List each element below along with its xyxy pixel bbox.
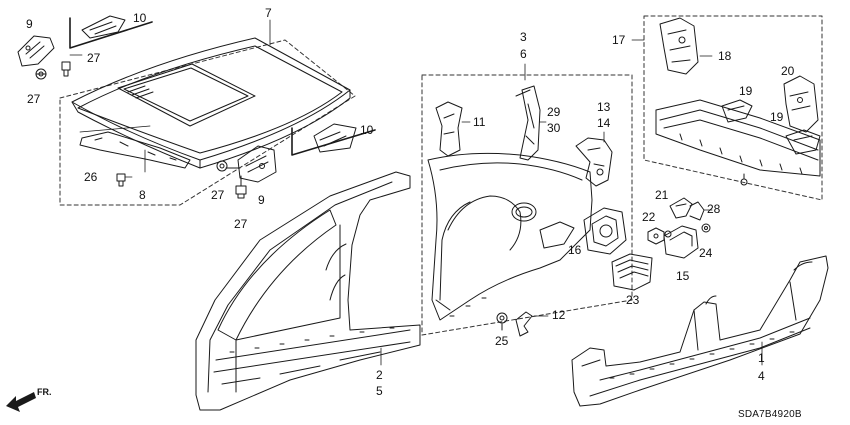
side-frame	[195, 171, 421, 411]
fuel-housing-16	[583, 207, 627, 255]
bracket-left	[17, 35, 55, 67]
bolt-27-c	[216, 160, 241, 172]
gusset-29-30	[515, 85, 547, 161]
callout-29: 29	[547, 105, 561, 119]
callout-8: 8	[139, 188, 146, 202]
callout-27b: 27	[27, 92, 41, 106]
callout-4: 4	[758, 369, 765, 383]
callout-30: 30	[547, 121, 561, 135]
callout-26: 26	[84, 170, 98, 184]
callout-18: 18	[718, 49, 732, 63]
callout-24: 24	[699, 246, 713, 260]
roof-bow	[79, 125, 191, 169]
callout-19b: 19	[770, 110, 784, 124]
bolt-27-a	[35, 68, 47, 80]
callout-9b: 9	[258, 193, 265, 207]
grommet	[664, 230, 672, 238]
hook-12	[515, 311, 549, 337]
callout-10b: 10	[360, 123, 374, 137]
callout-20: 20	[781, 64, 795, 78]
callout-27c: 27	[211, 188, 225, 202]
roof-panel	[71, 37, 351, 169]
fuel-lid-15	[663, 225, 699, 259]
clip-21	[669, 197, 693, 219]
reinforce-19b	[785, 129, 821, 155]
callout-9a: 9	[26, 17, 33, 31]
rear-panel	[655, 99, 821, 186]
callout-15: 15	[676, 269, 690, 283]
front-direction-arrow	[6, 392, 36, 412]
roof-group-frame	[59, 39, 356, 206]
callout-11: 11	[473, 115, 486, 129]
callout-12: 12	[552, 308, 566, 322]
callout-6: 6	[520, 47, 527, 61]
stiffener-11	[435, 101, 471, 157]
callout-13: 13	[597, 100, 611, 114]
nut-22	[647, 227, 665, 245]
bolt-27-d	[235, 175, 247, 199]
reinforce-19a	[721, 99, 753, 123]
bracket-20	[783, 75, 819, 133]
callout-2: 2	[376, 368, 383, 382]
callout-16: 16	[568, 243, 582, 257]
clip-27-b	[61, 61, 71, 77]
bolt-24	[701, 223, 711, 233]
callout-21: 21	[655, 188, 669, 202]
callout-14: 14	[597, 116, 611, 130]
callout-17: 17	[612, 33, 626, 47]
clip-26	[116, 173, 126, 187]
roof-leaders	[69, 19, 271, 178]
callout-5: 5	[376, 384, 383, 398]
callout-23: 23	[626, 293, 640, 307]
rear-panel-frame	[643, 15, 823, 201]
clip-28	[689, 201, 713, 221]
callout-10a: 10	[133, 11, 147, 25]
roof-rail-top	[69, 15, 153, 49]
quarter-group-frame	[421, 74, 633, 336]
diagram-code: SDA7B4920B	[738, 409, 802, 420]
callout-28: 28	[707, 202, 721, 216]
bolt-25	[496, 312, 508, 331]
grommet-23	[611, 253, 653, 291]
bracket-18	[659, 17, 713, 75]
callout-27d: 27	[234, 217, 248, 231]
callout-22: 22	[642, 210, 656, 224]
roof-rail-center	[291, 123, 376, 156]
bracket-13-14	[575, 131, 613, 187]
callout-27a: 27	[87, 51, 101, 65]
callout-7: 7	[265, 6, 272, 20]
front-direction-label: FR.	[37, 387, 52, 397]
callout-19a: 19	[739, 84, 753, 98]
bracket-center	[237, 145, 277, 183]
rear-quarter-panel	[427, 152, 593, 321]
callout-1: 1	[758, 351, 765, 365]
callout-25: 25	[495, 334, 509, 348]
callout-3: 3	[520, 30, 527, 44]
side-sill	[571, 255, 829, 407]
